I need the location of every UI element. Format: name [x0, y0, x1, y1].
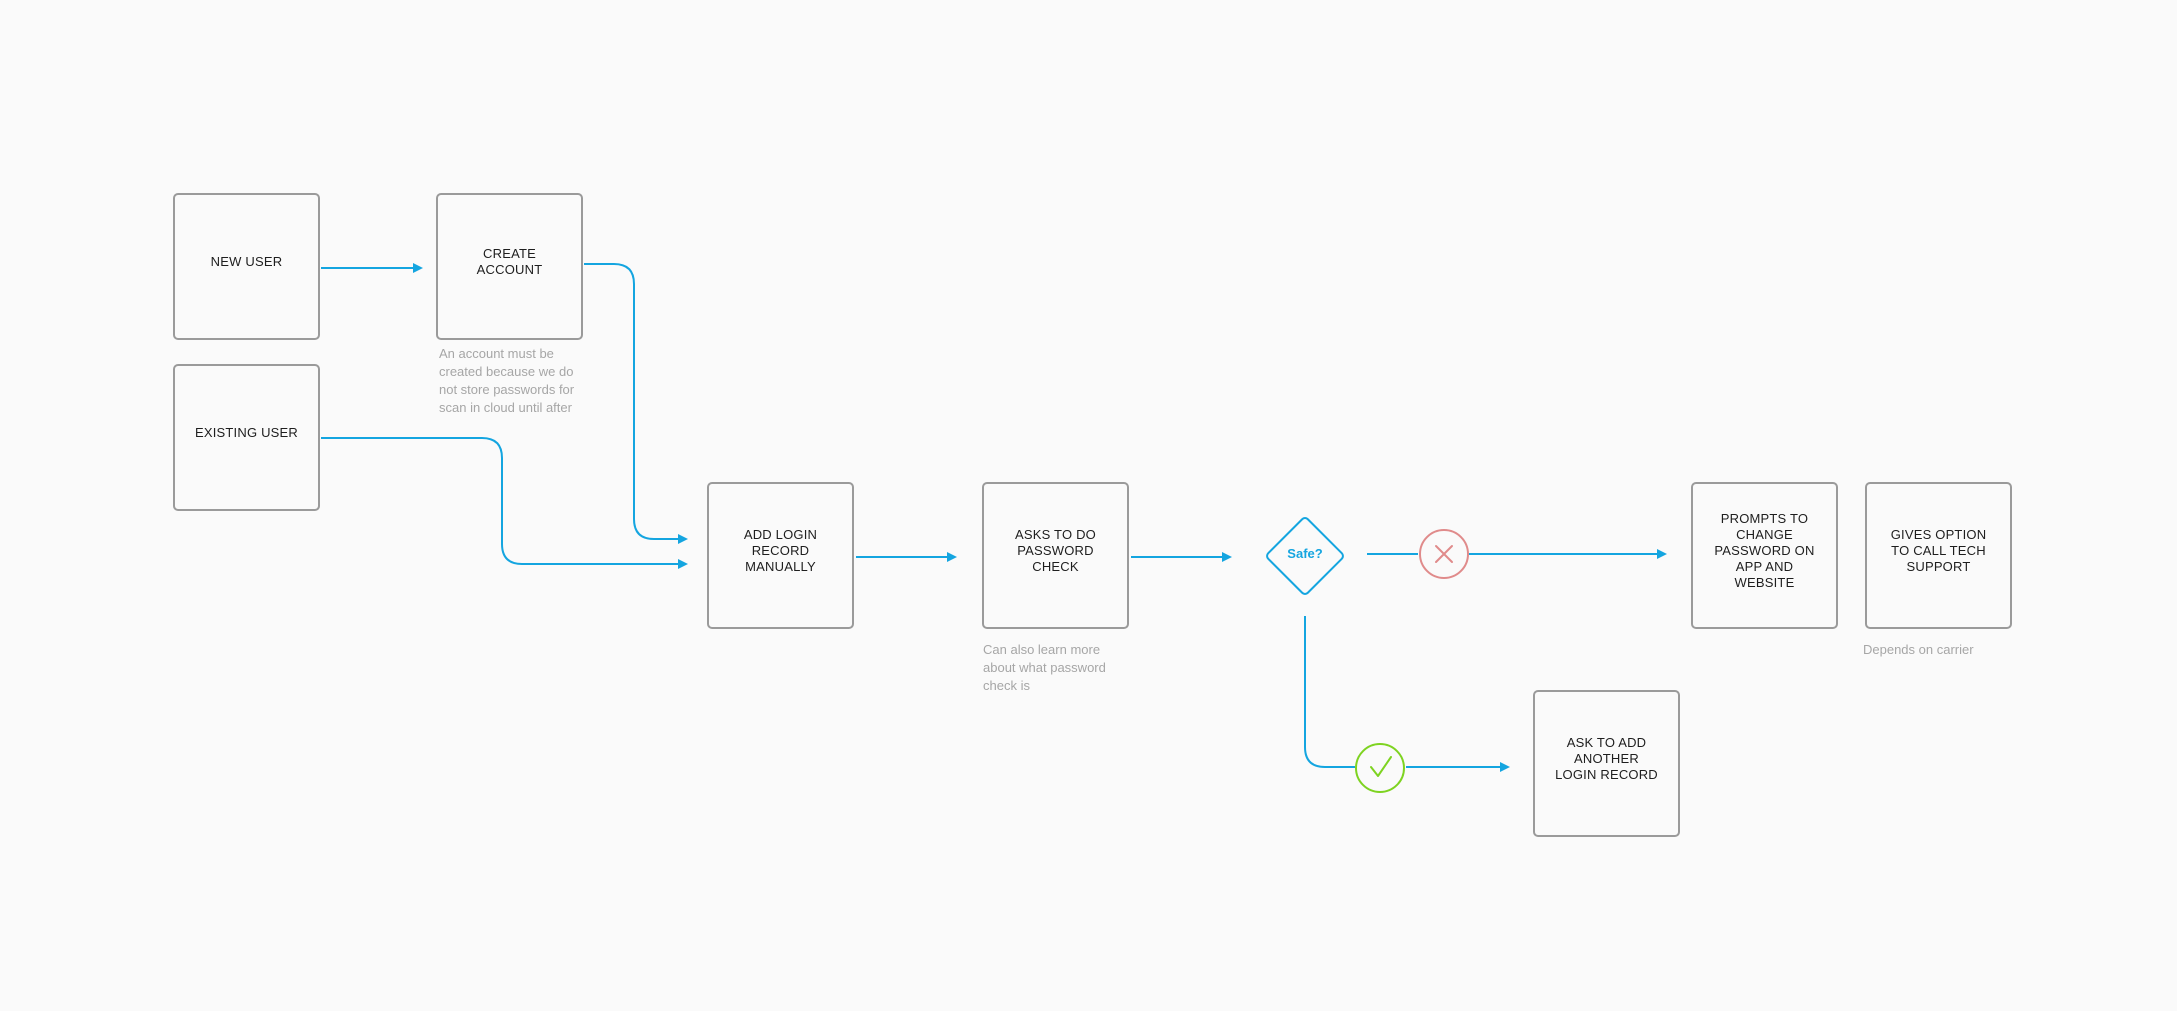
decision-diamond: [1266, 517, 1344, 595]
node-label: ASK TO ADD ANOTHER LOGIN RECORD: [1555, 734, 1658, 782]
node-label: ADD LOGIN RECORD MANUALLY: [743, 526, 818, 574]
node-call-tech-support: GIVES OPTION TO CALL TECH SUPPORT: [1865, 482, 2012, 629]
arrow-existing-user-to-add-login: [321, 437, 688, 569]
node-label: ASKS TO DO PASSWORD CHECK: [1015, 526, 1096, 574]
node-existing-user: EXISTING USER: [173, 364, 320, 511]
decision-label: Safe?: [1287, 546, 1323, 561]
x-circle-icon: [1419, 529, 1469, 579]
note-tech-support: Depends on carrier: [1863, 642, 1974, 657]
node-label: EXISTING USER: [194, 424, 298, 440]
node-label: PROMPTS TO CHANGE PASSWORD ON APP AND WE…: [1714, 510, 1815, 590]
node-password-check: ASKS TO DO PASSWORD CHECK: [982, 482, 1129, 629]
node-add-another-login: ASK TO ADD ANOTHER LOGIN RECORD: [1533, 690, 1680, 837]
node-label: NEW USER: [210, 253, 283, 269]
node-new-user: NEW USER: [173, 193, 320, 340]
node-add-login-record: ADD LOGIN RECORD MANUALLY: [707, 482, 854, 629]
arrow-decision-to-accept: [1304, 616, 1355, 768]
node-change-password: PROMPTS TO CHANGE PASSWORD ON APP AND WE…: [1691, 482, 1838, 629]
arrow-create-account-to-add-login: [584, 263, 688, 544]
node-label: CREATE ACCOUNT: [476, 245, 543, 277]
node-label: GIVES OPTION TO CALL TECH SUPPORT: [1890, 526, 1987, 574]
note-password-check: Can also learn more about what password …: [983, 642, 1106, 693]
note-create-account: An account must be created because we do…: [439, 346, 575, 415]
check-circle-icon: [1355, 743, 1405, 793]
node-create-account: CREATE ACCOUNT: [436, 193, 583, 340]
